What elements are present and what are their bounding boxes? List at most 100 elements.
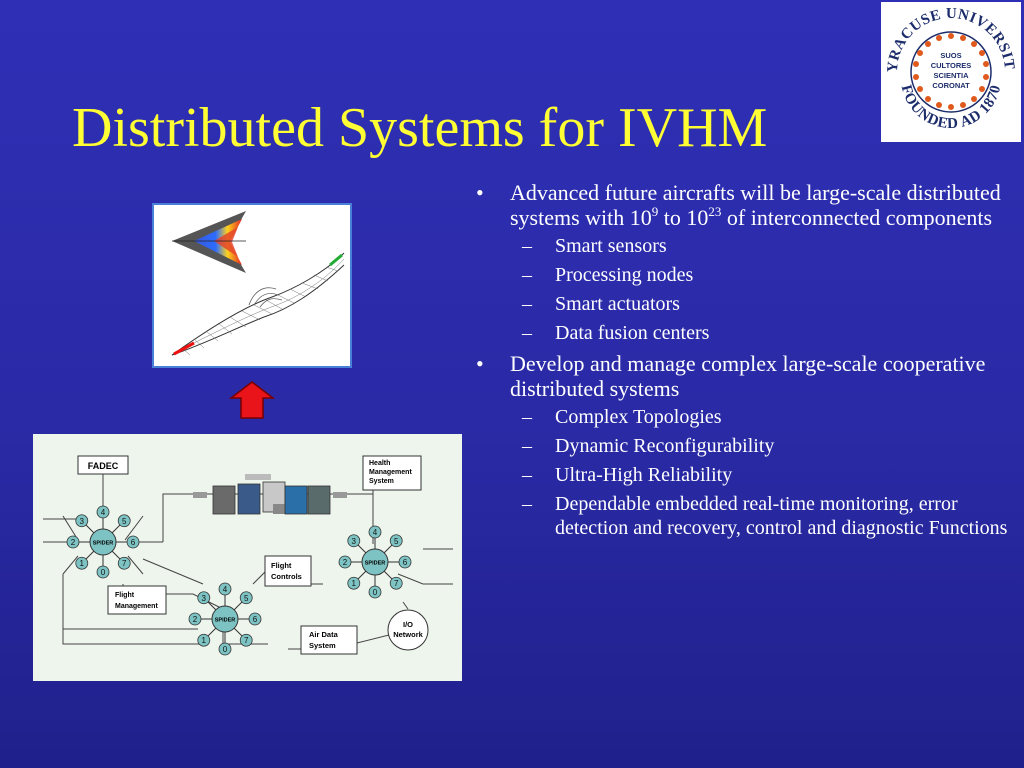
spider-label: SPIDER xyxy=(365,561,386,567)
svg-text:Health: Health xyxy=(369,460,390,467)
spider-port-label: 3 xyxy=(80,517,85,526)
spider-port xyxy=(66,535,80,549)
spider-port xyxy=(368,525,382,539)
spider-port-label: 0 xyxy=(373,588,378,597)
spider-port-label: 5 xyxy=(122,517,127,526)
spider-core xyxy=(361,548,389,576)
spider-port-label: 5 xyxy=(394,537,399,546)
sub-bullet-list: –Complex Topologies –Dynamic Reconfigura… xyxy=(510,405,1016,540)
spider-port-label: 0 xyxy=(223,645,228,654)
sub-bullet-item: –Dynamic Reconfigurability xyxy=(522,435,775,457)
spider-label: SPIDER xyxy=(93,541,114,547)
spider-port-label: 6 xyxy=(253,615,258,624)
spider-port-label: 4 xyxy=(101,508,106,517)
air-data-system-box: Air Data System xyxy=(300,625,358,655)
bullet-item: • Advanced future aircrafts will be larg… xyxy=(476,180,1016,345)
sub-bullet-item: –Smart sensors xyxy=(522,235,667,257)
spider-port-label: 3 xyxy=(352,537,357,546)
bullet-item: • Develop and manage complex large-scale… xyxy=(476,351,1016,540)
spider-port-label: 3 xyxy=(202,594,207,603)
spider-core xyxy=(211,605,239,633)
svg-text:System: System xyxy=(369,478,394,485)
spider-port xyxy=(347,534,361,548)
spider-port-label: 2 xyxy=(193,615,198,624)
svg-text:Management: Management xyxy=(115,603,158,610)
up-arrow-icon xyxy=(228,380,276,420)
ivhm-network-diagram: FADEC Health Management System Flight Co… xyxy=(33,434,462,681)
sub-bullet-item: –Data fusion centers xyxy=(522,322,710,344)
spider-port xyxy=(347,576,361,590)
sub-bullet-item: –Smart actuators xyxy=(522,293,680,315)
colored-delta-wing-icon xyxy=(172,211,246,273)
sub-bullet-item: –Processing nodes xyxy=(522,264,694,286)
svg-text:Controls: Controls xyxy=(271,572,302,581)
spider-port xyxy=(248,612,262,626)
spider-port-label: 0 xyxy=(101,568,106,577)
spider-port-label: 4 xyxy=(223,585,228,594)
bullet-list: • Advanced future aircrafts will be larg… xyxy=(476,180,1016,546)
fadec-box: FADEC xyxy=(77,455,129,475)
svg-text:Air Data: Air Data xyxy=(309,630,339,639)
spider-port xyxy=(117,556,131,570)
sub-bullet-item: –Complex Topologies xyxy=(522,406,722,428)
spider-port xyxy=(75,556,89,570)
spider-port-label: 7 xyxy=(244,636,249,645)
spider-port xyxy=(197,633,211,647)
spider-port-label: 6 xyxy=(131,538,136,547)
sub-bullet-item: –Ultra-High Reliability xyxy=(522,464,733,486)
spider-port-label: 4 xyxy=(373,528,378,537)
seal-motto-line: CORONAT xyxy=(932,81,970,90)
spider-port xyxy=(239,633,253,647)
flight-controls-box: Flight Controls xyxy=(264,555,312,587)
spider-port xyxy=(239,591,253,605)
spider-port xyxy=(197,591,211,605)
seal-motto-line: SUOS xyxy=(940,51,961,60)
display-panels-icon xyxy=(193,474,347,515)
spider-port-label: 6 xyxy=(403,558,408,567)
svg-text:Network: Network xyxy=(393,630,423,639)
bullet-glyph: • xyxy=(476,180,484,205)
spider-port xyxy=(338,555,352,569)
spider-port xyxy=(188,612,202,626)
spider-port xyxy=(117,514,131,528)
spider-port-label: 2 xyxy=(71,538,76,547)
spider-port xyxy=(96,565,110,579)
spider-port-label: 2 xyxy=(343,558,348,567)
io-network-node: I/O Network xyxy=(387,609,429,651)
svg-text:Flight: Flight xyxy=(115,592,135,599)
spider-port xyxy=(96,505,110,519)
flight-management-box: Flight Management xyxy=(107,585,167,615)
spider-port-label: 1 xyxy=(202,636,207,645)
svg-text:Flight: Flight xyxy=(271,561,292,570)
spider-port xyxy=(218,642,232,656)
spider-port xyxy=(389,534,403,548)
spider-port xyxy=(126,535,140,549)
svg-text:FADEC: FADEC xyxy=(88,461,119,471)
sub-bullet-list: –Smart sensors –Processing nodes –Smart … xyxy=(510,234,1016,345)
spider-port-label: 1 xyxy=(352,579,357,588)
spider-port xyxy=(389,576,403,590)
aircraft-wing-mesh-image xyxy=(152,203,352,368)
spider-port xyxy=(368,585,382,599)
spider-port-label: 1 xyxy=(80,559,85,568)
university-seal-logo: SYRACUSE UNIVERSITY FOUNDED AD 1870 SUOS… xyxy=(875,0,1021,142)
spider-port xyxy=(75,514,89,528)
spider-core xyxy=(89,528,117,556)
seal-motto-line: CULTORES xyxy=(931,61,972,70)
spider-label: SPIDER xyxy=(215,618,236,624)
svg-text:I/O: I/O xyxy=(403,620,413,629)
slide-title: Distributed Systems for IVHM xyxy=(72,97,768,159)
health-management-box: Health Management System xyxy=(362,455,422,491)
spider-port xyxy=(218,582,232,596)
spider-port-label: 5 xyxy=(244,594,249,603)
wireframe-wing-icon xyxy=(171,252,345,356)
svg-text:Management: Management xyxy=(369,469,412,476)
svg-text:System: System xyxy=(309,641,336,650)
spider-port-label: 7 xyxy=(394,579,399,588)
spider-port-label: 7 xyxy=(122,559,127,568)
spider-port xyxy=(398,555,412,569)
seal-motto-line: SCIENTIA xyxy=(933,71,969,80)
